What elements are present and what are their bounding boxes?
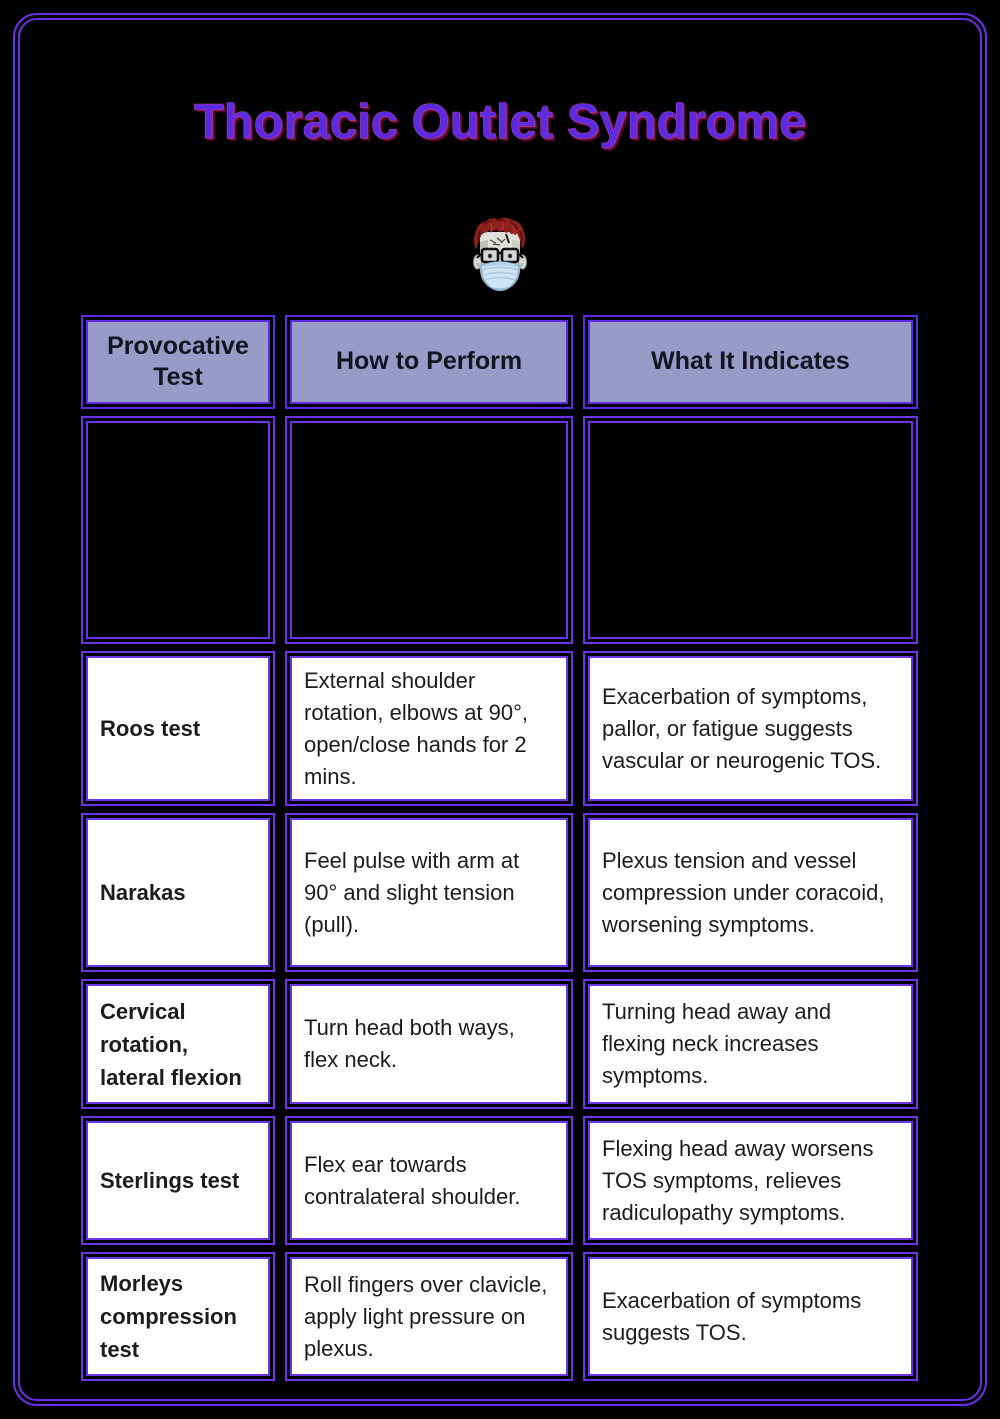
- table-cell-test: [81, 416, 275, 644]
- table-cell-how: Flex ear towards contralateral shoulder.: [285, 1116, 573, 1245]
- column-header-how-to-perform: How to Perform: [285, 315, 573, 409]
- page-title: Thoracic Outlet Syndrome: [193, 95, 807, 150]
- table-cell-indicates: [583, 416, 918, 644]
- masked-face-avatar-svg: [473, 217, 527, 291]
- table-cell-test: Cervical rotation, lateral flexion: [81, 979, 275, 1109]
- table-cell-how: Turn head both ways, flex neck.: [285, 979, 573, 1109]
- table-cell-indicates: Flexing head away worsens TOS symptoms, …: [583, 1116, 918, 1245]
- table-cell-how: Feel pulse with arm at 90° and slight te…: [285, 813, 573, 972]
- table-cell-how: External shoulder rotation, elbows at 90…: [285, 651, 573, 806]
- column-header-provocative-test: Provocative Test: [81, 315, 275, 409]
- table-cell-test: Roos test: [81, 651, 275, 806]
- table-cell-how: Roll fingers over clavicle, apply light …: [285, 1252, 573, 1381]
- table-cell-test: Morleys compression test: [81, 1252, 275, 1381]
- table-cell-indicates: Exacerbation of symptoms, pallor, or fat…: [583, 651, 918, 806]
- table-cell-test: Narakas: [81, 813, 275, 972]
- masked-face-avatar-icon: [462, 216, 538, 298]
- table-cell-test: Sterlings test: [81, 1116, 275, 1245]
- column-header-what-it-indicates: What It Indicates: [583, 315, 918, 409]
- table-cell-indicates: Exacerbation of symptoms suggests TOS.: [583, 1252, 918, 1381]
- table-cell-indicates: Plexus tension and vessel compression un…: [583, 813, 918, 972]
- table-cell-how: [285, 416, 573, 644]
- table-cell-indicates: Turning head away and flexing neck incre…: [583, 979, 918, 1109]
- tests-table: Provocative Test How to Perform What It …: [81, 315, 919, 1381]
